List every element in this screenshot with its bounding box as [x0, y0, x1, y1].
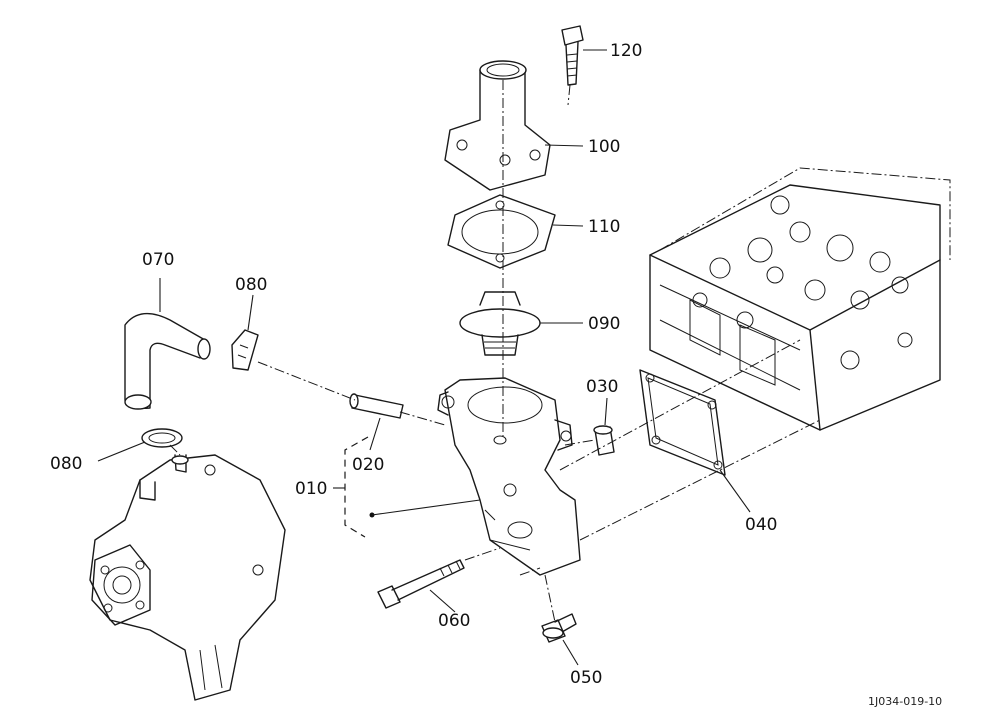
leader-lines	[97, 49, 751, 666]
assembly-center-lines	[169, 80, 821, 623]
part-label-060: 060	[438, 611, 470, 631]
part-label-030: 030	[586, 377, 618, 397]
part-label-090: 090	[588, 314, 620, 334]
part-label-050: 050	[570, 668, 602, 688]
clamp-080-upper-drawing	[231, 329, 259, 371]
bolt-060-drawing	[377, 559, 465, 609]
part-label-080-upper: 080	[235, 275, 267, 295]
part-label-020: 020	[352, 455, 384, 475]
gasket-040-drawing	[639, 369, 726, 476]
pipe-020-drawing	[349, 393, 404, 419]
cylinder-head-drawing	[649, 167, 951, 431]
part-label-080-lower: 080	[50, 454, 82, 474]
bolt-120-drawing	[561, 25, 584, 86]
clamp-080-lower-drawing	[141, 428, 183, 448]
hose-070-drawing	[124, 312, 211, 410]
part-label-100: 100	[588, 137, 620, 157]
assembly-bracket-010	[333, 436, 481, 538]
sensor-050-drawing	[541, 613, 577, 643]
thermostat-housing-drawing	[437, 377, 581, 576]
part-label-120: 120	[610, 41, 642, 61]
part-label-070: 070	[142, 250, 174, 270]
part-label-040: 040	[745, 515, 777, 535]
water-pump-drawing	[89, 454, 286, 701]
part-label-010: 010	[295, 479, 327, 499]
thermostat-cover-100-drawing	[444, 60, 551, 191]
part-label-110: 110	[588, 217, 620, 237]
plug-030-drawing	[593, 425, 615, 456]
part-labels: 120 100 110 090 070 080 030 080 020 010 …	[50, 41, 777, 688]
drawing-reference-code: 1J034-019-10	[868, 695, 942, 708]
gasket-110-drawing	[447, 194, 556, 269]
thermostat-090-drawing	[459, 291, 541, 356]
